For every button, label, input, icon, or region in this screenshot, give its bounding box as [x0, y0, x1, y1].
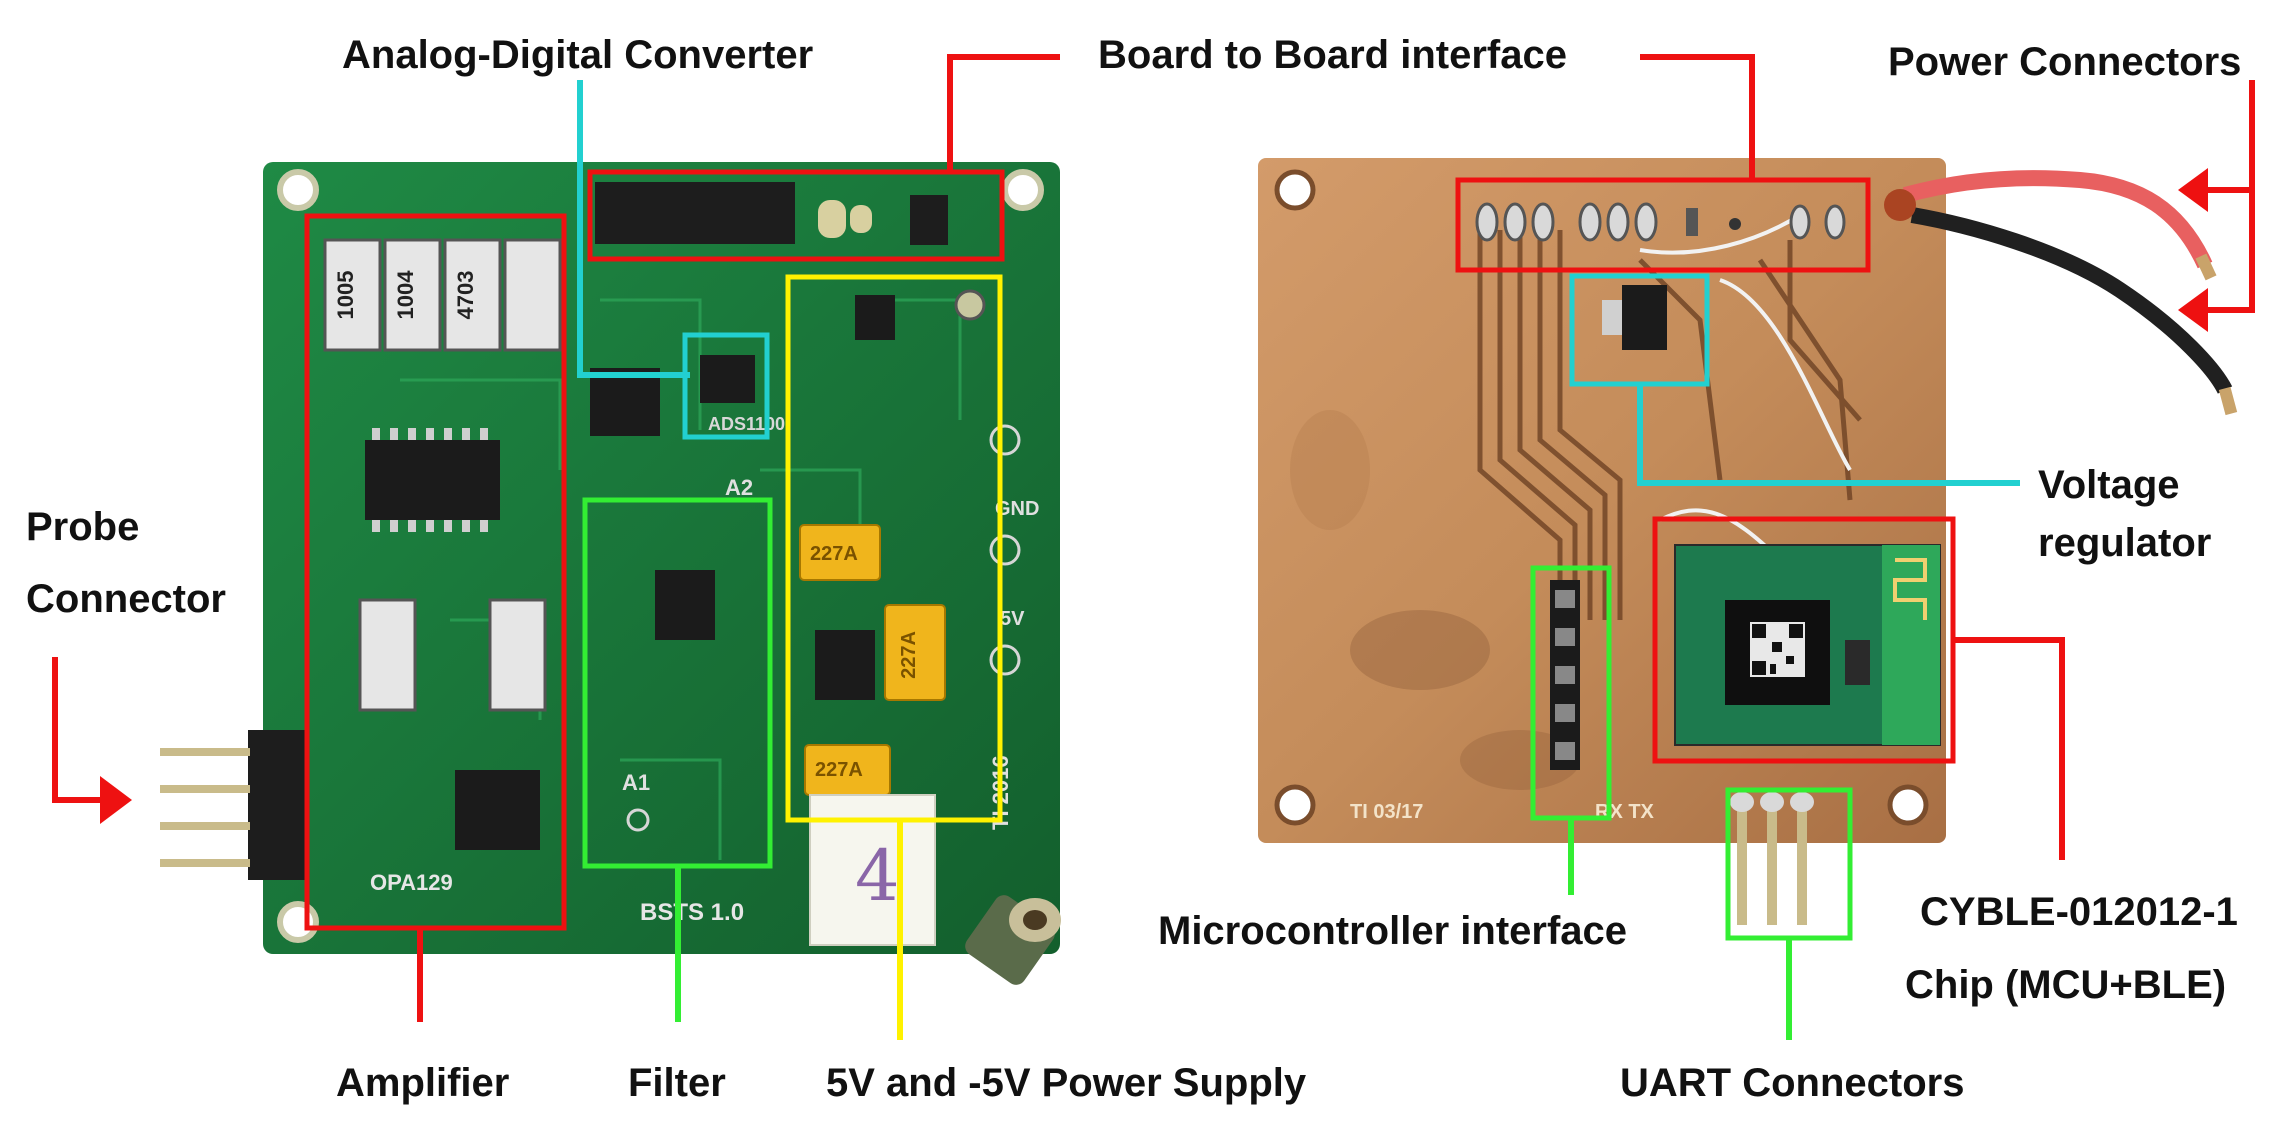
label-filter: Filter	[628, 1061, 726, 1105]
label-amplifier: Amplifier	[336, 1061, 509, 1105]
label-uart-connectors: UART Connectors	[1620, 1061, 1964, 1105]
arrow-right-icon	[100, 776, 132, 824]
amplifier-box	[304, 213, 567, 931]
power-supply-box	[785, 274, 1003, 823]
ads1100-chip	[700, 355, 755, 403]
resistor-group: 1005 1004 4703	[323, 238, 562, 352]
capacitor-marking-3: 227A	[815, 759, 863, 781]
leader-lines	[52, 54, 2255, 1040]
label-power-connectors: Power Connectors	[1888, 40, 2241, 84]
mounting-hole-icon	[277, 169, 319, 211]
tantalum-capacitor-2	[884, 604, 946, 701]
filter-opamp-chip	[655, 570, 715, 640]
label-cyble-line1: CYBLE-012012-1	[1920, 890, 2238, 934]
adc-box	[682, 332, 770, 440]
mounting-hole-icon	[277, 901, 319, 943]
power-regulator-chip	[815, 630, 875, 700]
a2-marking: A2	[725, 475, 753, 500]
probe-pin-header	[160, 730, 308, 880]
left-pcb-substrate	[263, 162, 1060, 954]
label-probe-line1: Probe	[26, 505, 139, 549]
ads1100-marking: ADS1100	[708, 414, 785, 434]
label-board-to-board: Board to Board interface	[1098, 33, 1567, 77]
mounting-hole-icon	[1274, 784, 1316, 826]
mounting-hole-icon	[1887, 784, 1929, 826]
label-probe-line2: Connector	[26, 577, 226, 621]
sticker-handwritten-number: 4	[855, 835, 900, 917]
label-voltage-line1: Voltage	[2038, 463, 2180, 507]
opa129-marking: OPA129	[370, 870, 453, 895]
standoff-post	[965, 895, 1061, 985]
uart-pins	[1730, 792, 1814, 925]
version-marking: BSTS 1.0	[640, 899, 744, 926]
arrow-left-icon	[2178, 168, 2208, 212]
right-date-marking: TI 03/17	[1350, 801, 1423, 823]
board-to-board-left-box	[587, 169, 1005, 262]
gnd-marking: GND	[995, 498, 1039, 520]
label-adc: Analog-Digital Converter	[342, 33, 813, 77]
voltage-regulator-chip	[1622, 285, 1667, 350]
microcontroller-pin-header	[1550, 580, 1580, 770]
top-pin-header	[595, 182, 948, 245]
board-to-board-pads	[1475, 202, 1846, 242]
ble-module	[1674, 544, 1941, 746]
right-pcb-board: TI 03/17 RX TX	[1258, 158, 2238, 925]
mounting-hole-icon	[1274, 169, 1316, 211]
amplifier-ic-chip	[365, 440, 500, 520]
resistor-marking-1: 1005	[333, 271, 358, 320]
label-cyble-line2: Chip (MCU+BLE)	[1905, 963, 2226, 1007]
resistor-marking-3: 4703	[453, 271, 478, 320]
adc-chip-small	[590, 368, 660, 436]
tantalum-capacitor-1	[799, 524, 881, 581]
a1-marking: A1	[622, 770, 650, 795]
left-pcb-board: 1005 1004 4703 OPA129 ADS1100 A2	[160, 162, 1061, 985]
label-voltage-line2: regulator	[2038, 521, 2211, 565]
label-power-supply: 5V and -5V Power Supply	[826, 1061, 1307, 1105]
mounting-hole-icon	[1002, 169, 1044, 211]
capacitor-marking-1: 227A	[810, 543, 858, 565]
arrowheads	[100, 168, 2208, 824]
resistor-marking-2: 1004	[393, 270, 418, 320]
opa129-chip	[455, 770, 540, 850]
arrow-left-icon	[2178, 288, 2208, 332]
label-microcontroller-interface: Microcontroller interface	[1158, 909, 1627, 953]
5v-marking: 5V	[1000, 608, 1025, 630]
board-to-board-right-box	[1455, 177, 1871, 273]
capacitor-marking-2: 227A	[898, 631, 920, 679]
power-wires	[1884, 170, 2238, 416]
